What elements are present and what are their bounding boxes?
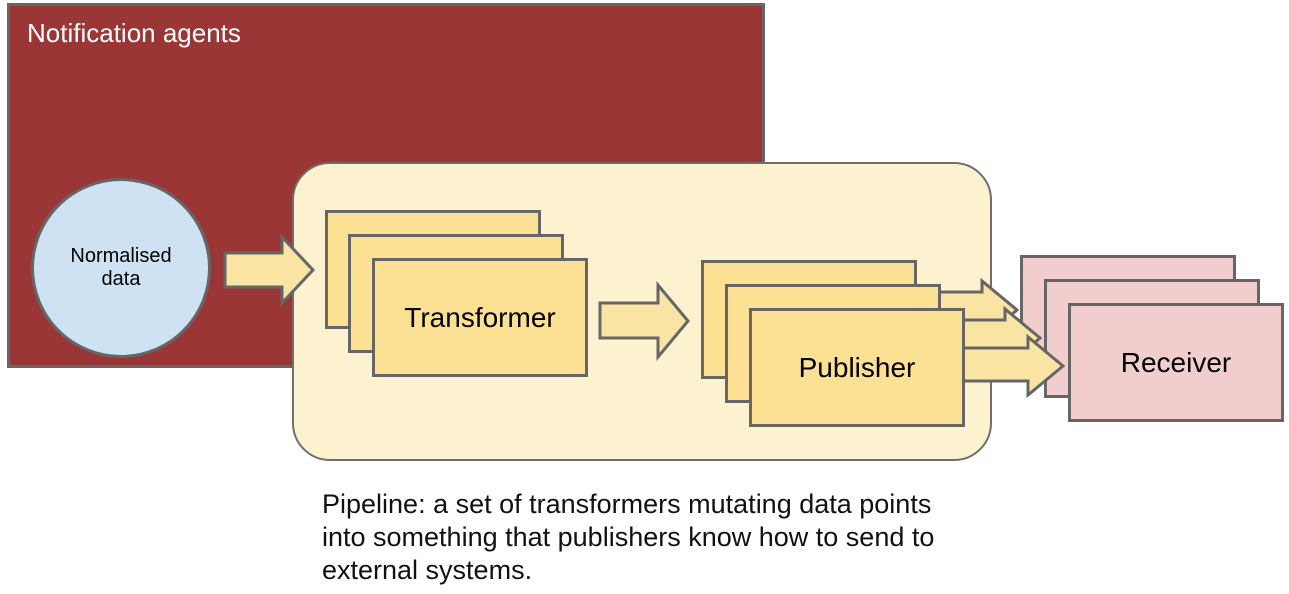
caption-line-1: Pipeline: a set of transformers mutating… bbox=[322, 489, 932, 519]
receiver-label: Receiver bbox=[1120, 346, 1232, 378]
publisher-card-front: Publisher bbox=[749, 308, 965, 427]
pipeline-caption: Pipeline: a set of transformers mutating… bbox=[322, 488, 934, 587]
normalised-data-circle: Normalised data bbox=[31, 178, 211, 358]
publisher-label: Publisher bbox=[798, 351, 916, 383]
right-arrow-icon bbox=[598, 280, 690, 362]
transformer-card-front: Transformer bbox=[372, 258, 588, 377]
caption-line-3: external systems. bbox=[322, 555, 533, 585]
arrow-transformer-to-publisher-icon bbox=[598, 280, 690, 362]
right-arrow-icon bbox=[223, 233, 316, 307]
caption-line-2: into something that publishers know how … bbox=[322, 522, 935, 552]
notification-agents-title: Notification agents bbox=[27, 18, 241, 48]
normalised-data-label: Normalised data bbox=[70, 245, 172, 290]
arrow-source-to-pipeline-icon bbox=[223, 233, 316, 307]
receiver-card-front: Receiver bbox=[1068, 303, 1284, 422]
transformer-label: Transformer bbox=[404, 301, 556, 333]
